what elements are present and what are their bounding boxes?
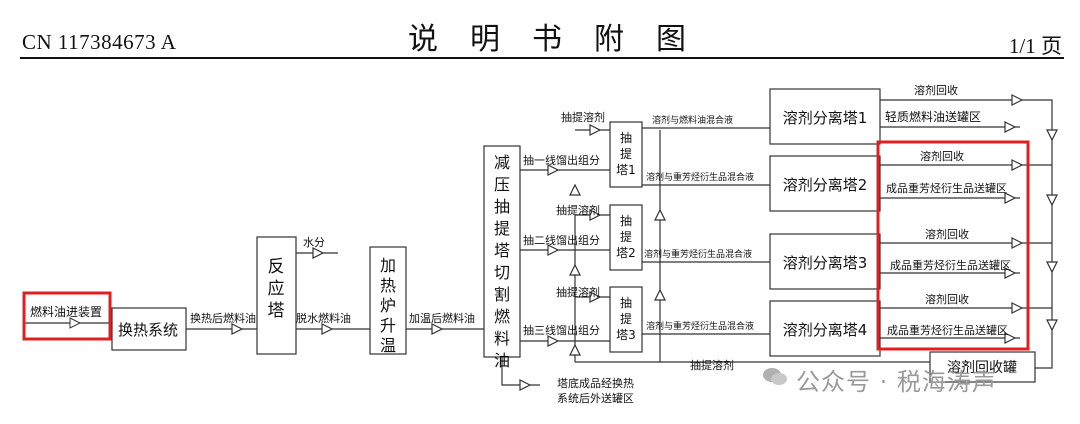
patent-number: CN 117384673 A	[22, 30, 177, 54]
vacuum-char-5: 塔	[494, 241, 510, 260]
prod2-label: 成品重芳烃衍生品送罐区	[886, 181, 1007, 195]
prod4-label: 成品重芳烃衍生品送罐区	[887, 323, 1008, 337]
recov2-label: 溶剂回收	[920, 149, 964, 163]
vacuum-char-10: 油	[494, 351, 510, 370]
svg-text:塔1: 塔1	[616, 163, 636, 177]
flow-line	[1035, 340, 1053, 369]
wechat-icon	[763, 368, 787, 385]
mix1-label: 溶剂与燃料油混合液	[652, 114, 733, 126]
furnace-char-4: 升	[380, 316, 396, 335]
extraction-tower-1	[609, 121, 643, 188]
vacuum-char-7: 割	[494, 285, 510, 304]
reactor-char-3: 塔	[268, 301, 285, 321]
ext-solvent-b: 抽提溶剂	[556, 203, 600, 217]
highlight-products	[876, 140, 1030, 351]
water-label: 水分	[303, 236, 325, 249]
ext-solvent-c: 抽提溶剂	[556, 285, 600, 299]
page-title: 说明书附图	[408, 22, 718, 57]
cut1-label: 抽一线馏出组分	[523, 153, 600, 167]
reactor-char-2: 应	[268, 279, 285, 299]
svg-text:抽: 抽	[620, 214, 632, 228]
vacuum-char-8: 燃	[494, 307, 510, 326]
svg-text:提: 提	[620, 311, 632, 326]
separation-tower-1	[769, 88, 881, 145]
solvent-tank-label: 溶剂回收罐	[947, 360, 1017, 376]
vacuum-char-2: 压	[494, 175, 510, 194]
sep-tower-1-label: 溶剂分离塔1	[783, 109, 868, 127]
sep-tower-2-label: 溶剂分离塔2	[783, 176, 868, 194]
separation-tower-3	[769, 233, 881, 290]
vacuum-char-6: 切	[494, 263, 510, 282]
vacuum-tower-box	[483, 145, 521, 358]
fuel-inlet-label: 燃料油进装置	[30, 304, 102, 319]
extraction-tower-3	[609, 286, 643, 353]
ext-solvent-d: 抽提溶剂	[690, 358, 734, 372]
heated-label: 加温后燃料油	[409, 311, 475, 325]
sep-tower-4-label: 溶剂分离塔4	[783, 321, 868, 339]
svg-text:塔3: 塔3	[616, 328, 636, 342]
recov1-label: 溶剂回收	[914, 83, 958, 97]
separation-tower-4	[769, 300, 881, 357]
header-rule	[20, 57, 1064, 59]
recov3-label: 溶剂回收	[925, 227, 969, 241]
cut3-label: 抽三线馏出组分	[523, 323, 600, 337]
vacuum-char-1: 减	[494, 153, 510, 172]
reactor-box	[256, 236, 297, 355]
furnace-char-5: 温	[380, 336, 396, 355]
prod3-label: 成品重芳烃衍生品送罐区	[890, 258, 1011, 272]
reactor-char-1: 反	[268, 257, 285, 277]
furnace-char-2: 热	[380, 276, 396, 295]
svg-text:提: 提	[620, 146, 632, 161]
flow-line	[880, 99, 1053, 340]
solvent-recovery-tank	[929, 351, 1036, 383]
recov4-label: 溶剂回收	[925, 292, 969, 306]
svg-text:提: 提	[620, 229, 632, 244]
bottom-label-1: 塔底成品经换热	[557, 376, 634, 390]
watermark-text: 公众号 · 税海涛声	[796, 368, 997, 396]
heat-exchange-label: 换热系统	[118, 321, 178, 339]
separation-tower-2	[769, 155, 881, 212]
svg-text:塔2: 塔2	[616, 246, 636, 260]
svg-text:抽: 抽	[620, 296, 632, 310]
sep-tower-3-label: 溶剂分离塔3	[783, 254, 868, 272]
heating-furnace-box	[369, 246, 407, 355]
mix2-label: 溶剂与重芳烃衍生品混合液	[646, 171, 754, 183]
highlight-inlet	[22, 291, 112, 341]
mix3-label: 溶剂与重芳烃衍生品混合液	[644, 248, 752, 260]
after-exchange-label: 换热后燃料油	[190, 311, 256, 325]
bottom-label-2: 系统后外送罐区	[557, 391, 634, 405]
page-number: 1/1 页	[1008, 34, 1062, 58]
cut2-label: 抽二线馏出组分	[523, 233, 600, 247]
dehydrated-label: 脱水燃料油	[296, 311, 351, 325]
vacuum-char-3: 抽	[494, 197, 510, 216]
vacuum-char-4: 提	[494, 219, 510, 238]
vacuum-char-9: 料	[494, 329, 510, 348]
furnace-char-1: 加	[380, 256, 396, 275]
svg-text:抽: 抽	[620, 131, 632, 145]
extraction-tower-2	[609, 204, 643, 271]
mix4-label: 溶剂与重芳烃衍生品混合液	[646, 320, 754, 332]
prod1-label: 轻质燃料油送罐区	[885, 109, 981, 124]
heat-exchange-box	[111, 307, 187, 351]
furnace-char-3: 炉	[380, 296, 396, 315]
ext-solvent-a: 抽提溶剂	[561, 110, 605, 124]
